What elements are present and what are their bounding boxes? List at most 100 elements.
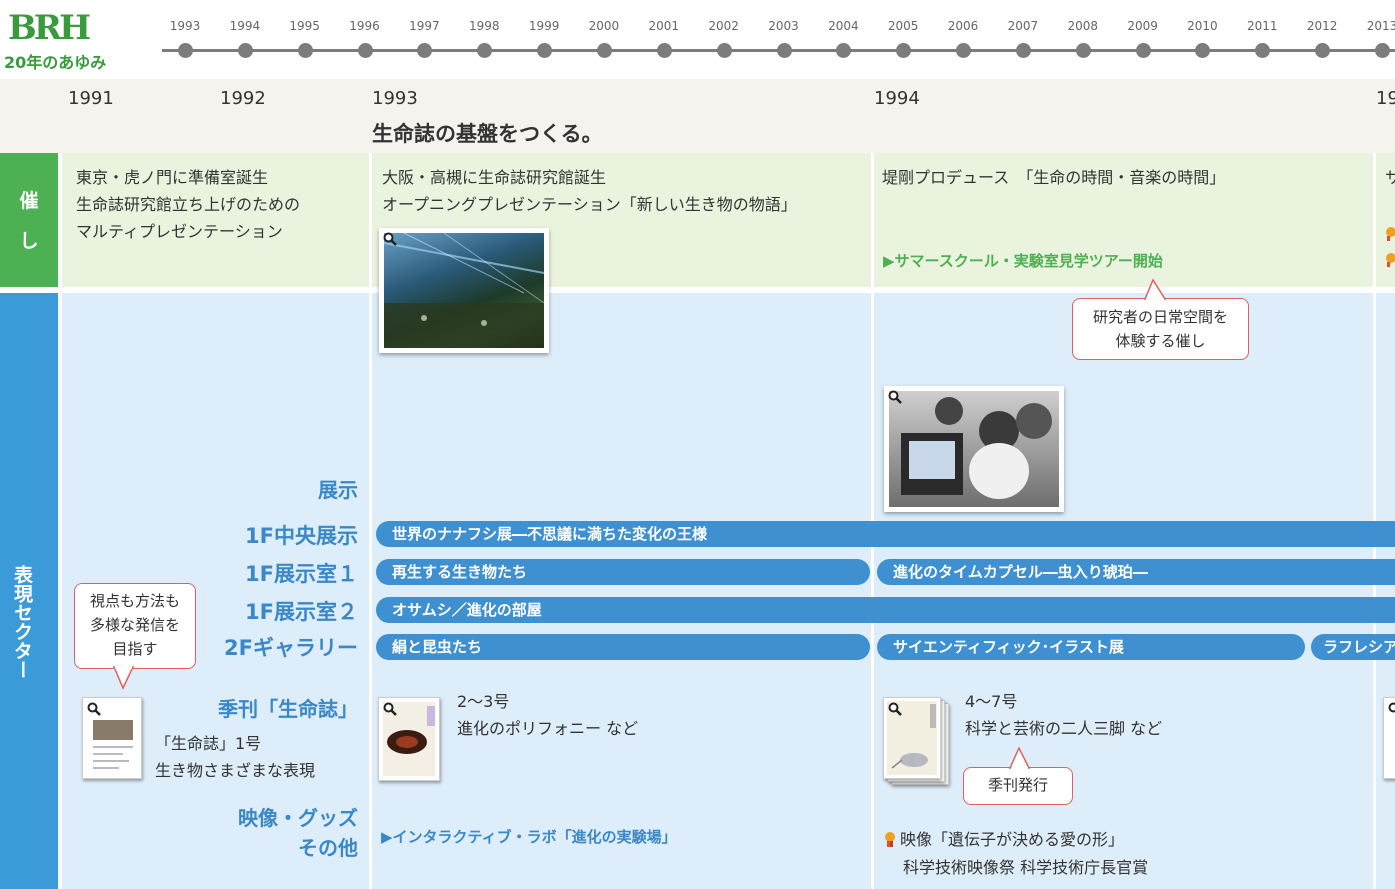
callout-pointer — [113, 666, 135, 690]
callout-line-2: 体験する催し — [1115, 332, 1206, 350]
timeline-dot-2009[interactable] — [1135, 43, 1151, 58]
magazine-cover-partial[interactable] — [1383, 697, 1395, 779]
row-label-gallery: 2Fギャラリー — [224, 636, 358, 660]
timeline-dot-2007[interactable] — [1015, 43, 1031, 58]
timeline-dot-1999[interactable] — [537, 43, 553, 58]
timeline-dot-2008[interactable] — [1075, 43, 1091, 58]
timeline-dot-1993[interactable] — [178, 43, 193, 58]
timeline-year-2009[interactable]: 2009 — [1127, 19, 1158, 33]
timeline-year-1999[interactable]: 1999 — [528, 19, 560, 33]
timeline-dot-2003[interactable] — [776, 43, 792, 58]
timeline-dot-2012[interactable] — [1315, 43, 1331, 58]
timeline-dot-2006[interactable] — [956, 43, 972, 58]
timeline-dot-2005[interactable] — [896, 43, 912, 58]
timeline-dot-2010[interactable] — [1195, 43, 1211, 58]
timeline-dot-1994[interactable] — [237, 43, 253, 58]
video-title: 映像「遺伝子が決める愛の形」 — [900, 830, 1125, 849]
timeline-dot-2013[interactable] — [1375, 43, 1390, 58]
callout-left-line-1: 視点も方法も — [89, 592, 180, 610]
callout-pointer — [1143, 278, 1167, 300]
column-divider-1993 — [369, 153, 372, 889]
quarterly-issue1-line-1: 「生命誌」1号 — [155, 734, 262, 753]
year-1995: 19 — [1376, 88, 1395, 109]
bar-gallery-illustration[interactable]: サイエンティフィック･イラスト展 — [877, 634, 1305, 660]
magnifier-icon[interactable] — [888, 702, 902, 716]
bar-gallery-rafflesia[interactable]: ラフレシア — [1311, 634, 1395, 660]
summer-school-link[interactable]: ▶サマースクール・実験室見学ツアー開始 — [883, 252, 1163, 270]
event-1991-line-3: マルティプレゼンテーション — [76, 222, 283, 241]
event-1993: 大阪・高槻に生命誌研究館誕生 オープニングプレゼンテーション「新しい生き物の物語… — [382, 164, 797, 218]
quarterly-1993-title: 進化のポリフォニー など — [457, 719, 639, 738]
timeline-year-2001[interactable]: 2001 — [648, 19, 680, 33]
bar-room2-osamushi[interactable]: オサムシ／進化の部屋 — [376, 597, 1395, 623]
bar-central-nanafushi[interactable]: 世界のナナフシ展―不思議に満ちた変化の王様 — [376, 521, 1395, 547]
timeline-year-1997[interactable]: 1997 — [409, 19, 440, 33]
opening-photo[interactable] — [379, 228, 549, 353]
magazine-cover-issue2-3[interactable] — [378, 697, 440, 781]
magazine-cover-issue1[interactable] — [82, 697, 142, 779]
magnifier-icon[interactable] — [383, 702, 397, 716]
exhibit-section-title: 展示 — [318, 478, 358, 502]
timeline-year-1998[interactable]: 1998 — [468, 19, 500, 33]
quarterly-1993-issue: 2～3号 — [457, 692, 510, 711]
brh-logo[interactable]: BRH — [8, 8, 91, 48]
magazine-cover-issue4-7[interactable] — [883, 697, 941, 779]
quarterly-1994-issue: 4～7号 — [965, 692, 1018, 711]
event-1994: 堤剛プロデュース 「生命の時間・音楽の時間」 — [882, 168, 1226, 187]
timeline-year-2005[interactable]: 2005 — [887, 19, 919, 33]
timeline-dot-1998[interactable] — [477, 43, 493, 58]
timeline-dot-2001[interactable] — [656, 43, 672, 58]
timeline-year-2010[interactable]: 2010 — [1187, 19, 1218, 33]
timeline-dot-1997[interactable] — [417, 43, 433, 58]
timeline-dot-1996[interactable] — [357, 43, 373, 58]
timeline-dot-1995[interactable] — [297, 43, 313, 58]
callout-left-line-2: 多様な発信を — [89, 616, 180, 634]
category-expression-label: 表現セクター — [11, 565, 33, 679]
research-photo[interactable] — [884, 386, 1064, 512]
category-expression-text: 表現セクター — [11, 565, 33, 679]
events-section — [62, 153, 1395, 287]
era-subtitle: 生命誌の基盤をつくる。 — [372, 122, 603, 146]
expression-section — [62, 293, 1395, 889]
interactive-lab-link[interactable]: ▶インタラクティブ・ラボ「進化の実験場」 — [381, 828, 677, 846]
timeline-year-2008[interactable]: 2008 — [1067, 19, 1099, 33]
timeline-year-2012[interactable]: 2012 — [1306, 19, 1338, 33]
timeline-year-1996[interactable]: 1996 — [349, 19, 380, 33]
timeline-year-1995[interactable]: 1995 — [289, 19, 320, 33]
event-1991-line-2: 生命誌研究館立ち上げのための — [76, 195, 301, 214]
event-1991: 東京・虎ノ門に準備室誕生 生命誌研究館立ち上げのための マルティプレゼンテーショ… — [76, 164, 300, 245]
bar-gallery-silk[interactable]: 絹と昆虫たち — [376, 634, 870, 660]
timeline-dot-2000[interactable] — [596, 43, 612, 58]
category-events: 催 し — [0, 153, 58, 287]
quarterly-1993-text: 2～3号 進化のポリフォニー など — [457, 688, 638, 742]
bar-room1-regeneration[interactable]: 再生する生き物たち — [376, 559, 870, 585]
magnifier-icon[interactable] — [383, 232, 397, 246]
timeline-year-2000[interactable]: 2000 — [588, 19, 620, 33]
category-events-char-1: 催 — [19, 190, 39, 212]
timeline-year-2007[interactable]: 2007 — [1007, 19, 1039, 33]
timeline-year-1993[interactable]: 1993 — [169, 19, 201, 33]
timeline-year-2004[interactable]: 2004 — [828, 19, 859, 33]
magnifier-icon[interactable] — [87, 702, 101, 716]
event-1991-line-1: 東京・虎ノ門に準備室誕生 — [76, 168, 269, 187]
video-award-1994: 映像「遺伝子が決める愛の形」 科学技術映像祭 科学技術庁長官賞 — [883, 826, 1148, 882]
timeline-year-2003[interactable]: 2003 — [768, 19, 799, 33]
magnifier-icon[interactable] — [888, 390, 902, 404]
magnifier-icon[interactable] — [1388, 702, 1395, 716]
timeline-year-2011[interactable]: 2011 — [1247, 19, 1278, 33]
category-events-char-2: し — [19, 230, 39, 252]
timeline-year-2013[interactable]: 2013 — [1366, 19, 1395, 33]
year-1994: 1994 — [874, 88, 920, 109]
timeline-dot-2004[interactable] — [836, 43, 852, 58]
timeline-year-2002[interactable]: 2002 — [708, 19, 739, 33]
row-label-quarterly: 季刊「生命誌」 — [218, 697, 358, 721]
row-label-room1: 1F展示室１ — [245, 562, 358, 586]
row-label-video-line-1: 映像・グッズ — [238, 806, 358, 830]
timeline-year-2006[interactable]: 2006 — [947, 19, 979, 33]
timeline-dot-2011[interactable] — [1255, 43, 1271, 58]
bar-room1-amber[interactable]: 進化のタイムカプセル―虫入り琥珀― — [877, 559, 1395, 585]
row-label-room2: 1F展示室２ — [245, 600, 358, 624]
timeline-dot-2002[interactable] — [716, 43, 732, 58]
timeline-year-1994[interactable]: 1994 — [229, 19, 261, 33]
callout-researcher-events: 研究者の日常空間を 体験する催し — [1072, 298, 1249, 360]
